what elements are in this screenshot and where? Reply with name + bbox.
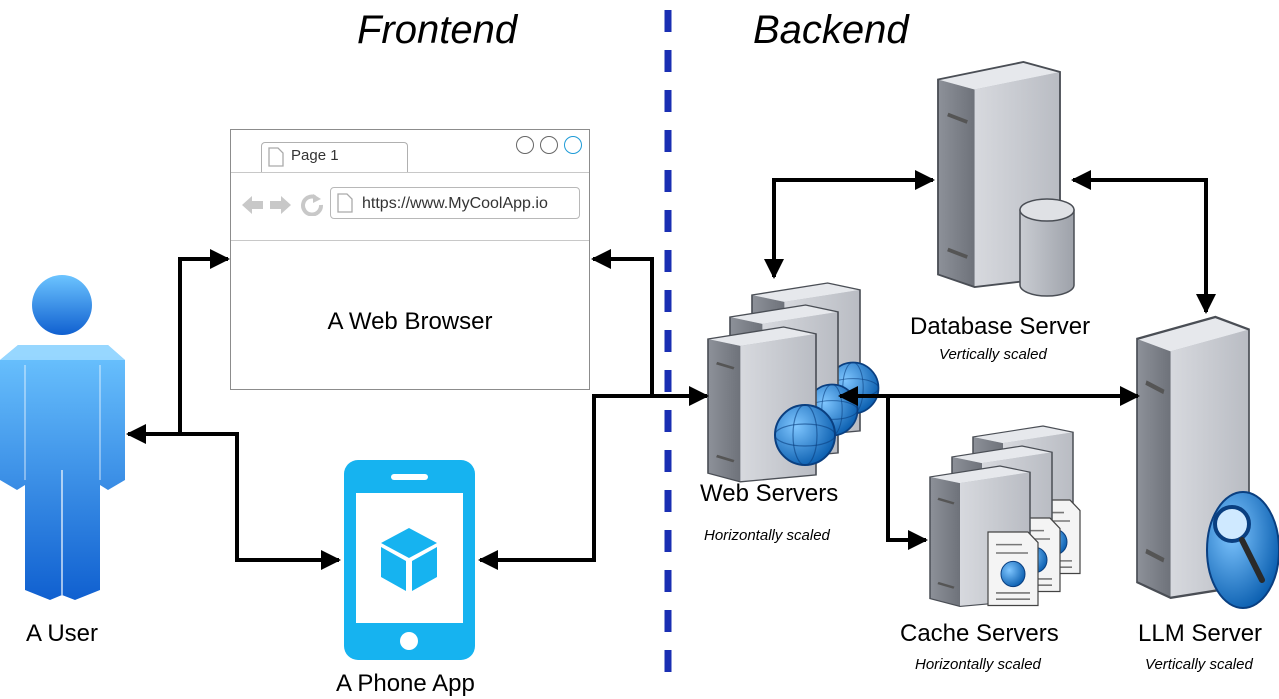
frontend-heading: Frontend (357, 8, 518, 52)
url-bar (330, 187, 580, 219)
arrow-webservers-cache (886, 396, 928, 550)
database-server-icon (936, 60, 1075, 297)
browser-tab (261, 142, 408, 173)
web-browser-mockup: Page 1 https://www.MyCoolApp.io A Web Br… (230, 129, 590, 390)
page-icon (268, 147, 284, 167)
cache-servers-icon (928, 424, 1081, 608)
arrow-browser-webservers (591, 249, 709, 406)
phone-app-label: A Phone App (336, 670, 475, 697)
arrow-database-llm (1071, 170, 1216, 314)
cache-servers-note: Horizontally scaled (915, 656, 1041, 673)
arrow-webservers-database (764, 170, 935, 279)
arrow-user-phone (126, 424, 341, 570)
user-label: A User (26, 620, 99, 647)
phone-app-icon (344, 460, 475, 660)
database-server-label: Database Server (910, 313, 1091, 340)
url-page-icon (337, 193, 353, 213)
browser-label: A Web Browser (327, 308, 493, 335)
magnifier-icon (1206, 491, 1279, 609)
database-server-note: Vertically scaled (939, 346, 1047, 363)
database-cylinder-icon (1019, 198, 1075, 297)
window-button-2 (540, 136, 558, 154)
llm-server-note: Vertically scaled (1145, 656, 1253, 673)
nav-arrows-icon (242, 194, 323, 216)
backend-heading: Backend (753, 8, 909, 52)
llm-server-icon (1137, 317, 1279, 609)
window-button-3 (564, 136, 582, 154)
arrow-user-browser (178, 249, 230, 434)
connectors (126, 170, 1216, 570)
person-icon (0, 275, 125, 600)
web-servers-label: Web Servers (700, 480, 839, 507)
url-text: https://www.MyCoolApp.io (362, 195, 548, 212)
browser-tab-label: Page 1 (291, 147, 339, 164)
web-servers-icon (706, 281, 880, 484)
arrow-phone-webservers (478, 394, 652, 570)
cache-servers-label: Cache Servers (900, 620, 1059, 647)
web-servers-note: Horizontally scaled (704, 527, 830, 544)
window-button-1 (516, 136, 534, 154)
llm-server-label: LLM Server (1138, 620, 1263, 647)
